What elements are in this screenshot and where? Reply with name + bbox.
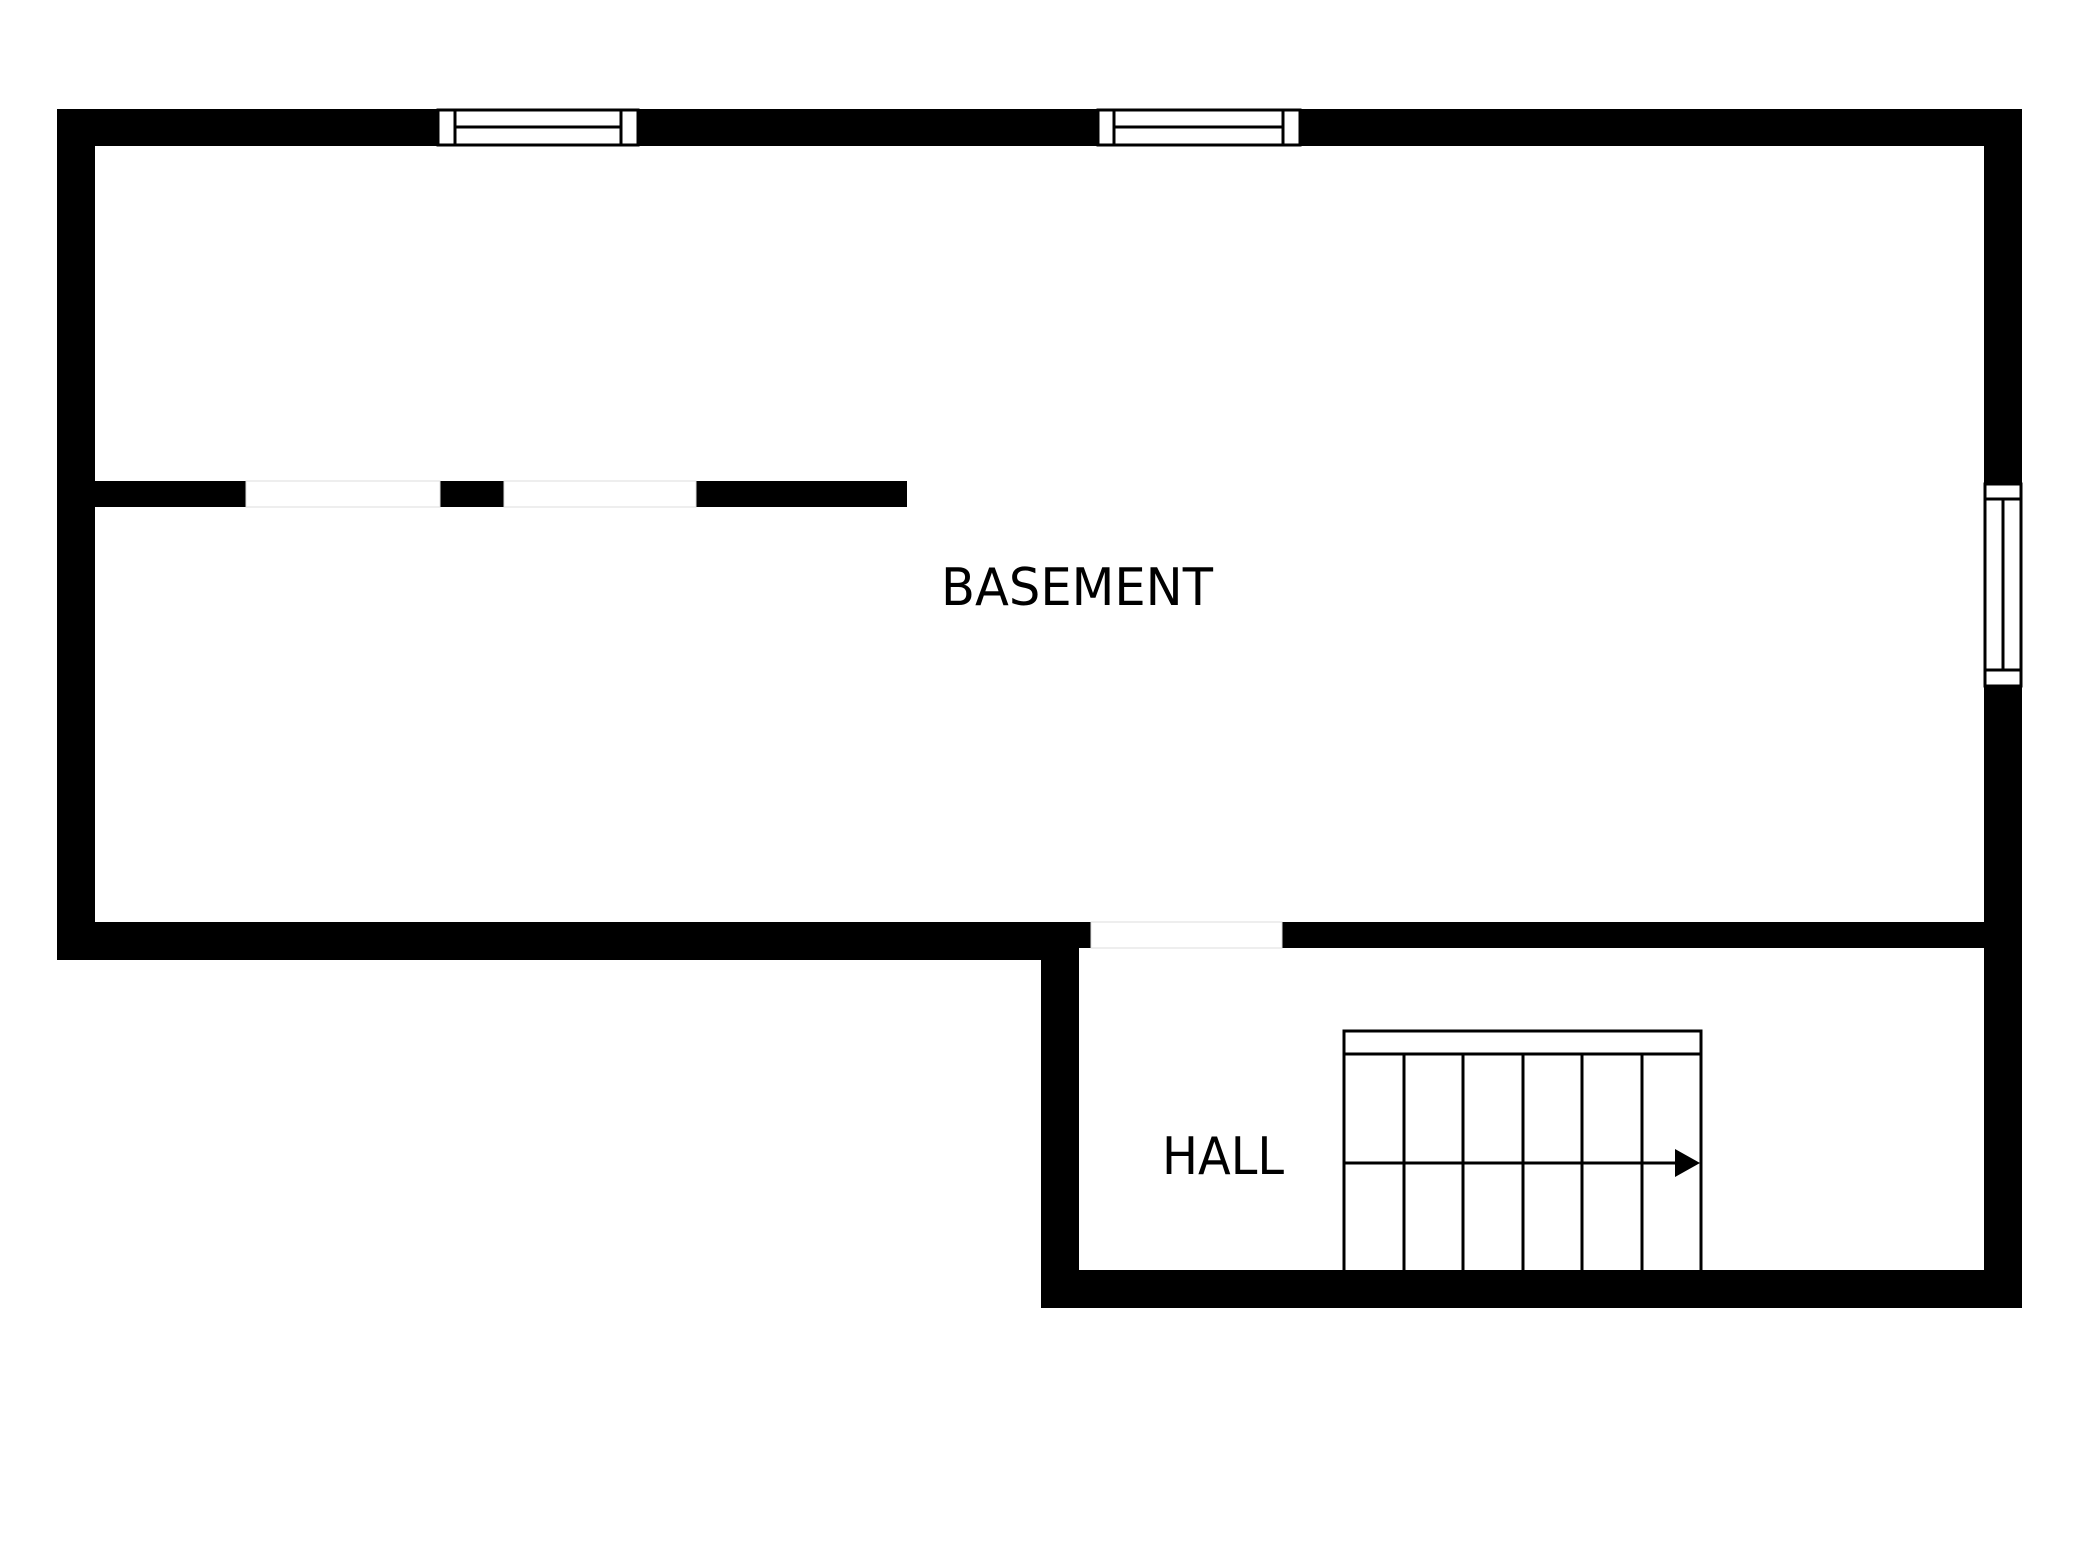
basement-hall-opening	[1090, 921, 1283, 949]
hall-left-wall	[1041, 922, 1079, 1308]
openings	[245, 480, 1283, 949]
stairs	[1342, 1029, 1703, 1270]
window-top-1	[436, 108, 640, 147]
walls	[57, 109, 2022, 1308]
stair-rail	[1342, 1029, 1703, 1056]
room-label-basement: BASEMENT	[941, 558, 1213, 618]
interior-partition	[95, 481, 907, 507]
top-wall	[57, 109, 2022, 146]
left-wall	[57, 109, 95, 960]
stair-arrow-icon	[1675, 1149, 1700, 1177]
hall-bottom-wall	[1041, 1270, 2022, 1308]
right-wall	[1984, 109, 2022, 1308]
basement-bottom-wall	[57, 922, 1079, 960]
partition-opening-1	[245, 480, 441, 508]
room-label-hall: HALL	[1162, 1127, 1284, 1187]
window-top-2	[1096, 108, 1302, 147]
window-right	[1983, 482, 2023, 688]
partition-opening-2	[503, 480, 697, 508]
